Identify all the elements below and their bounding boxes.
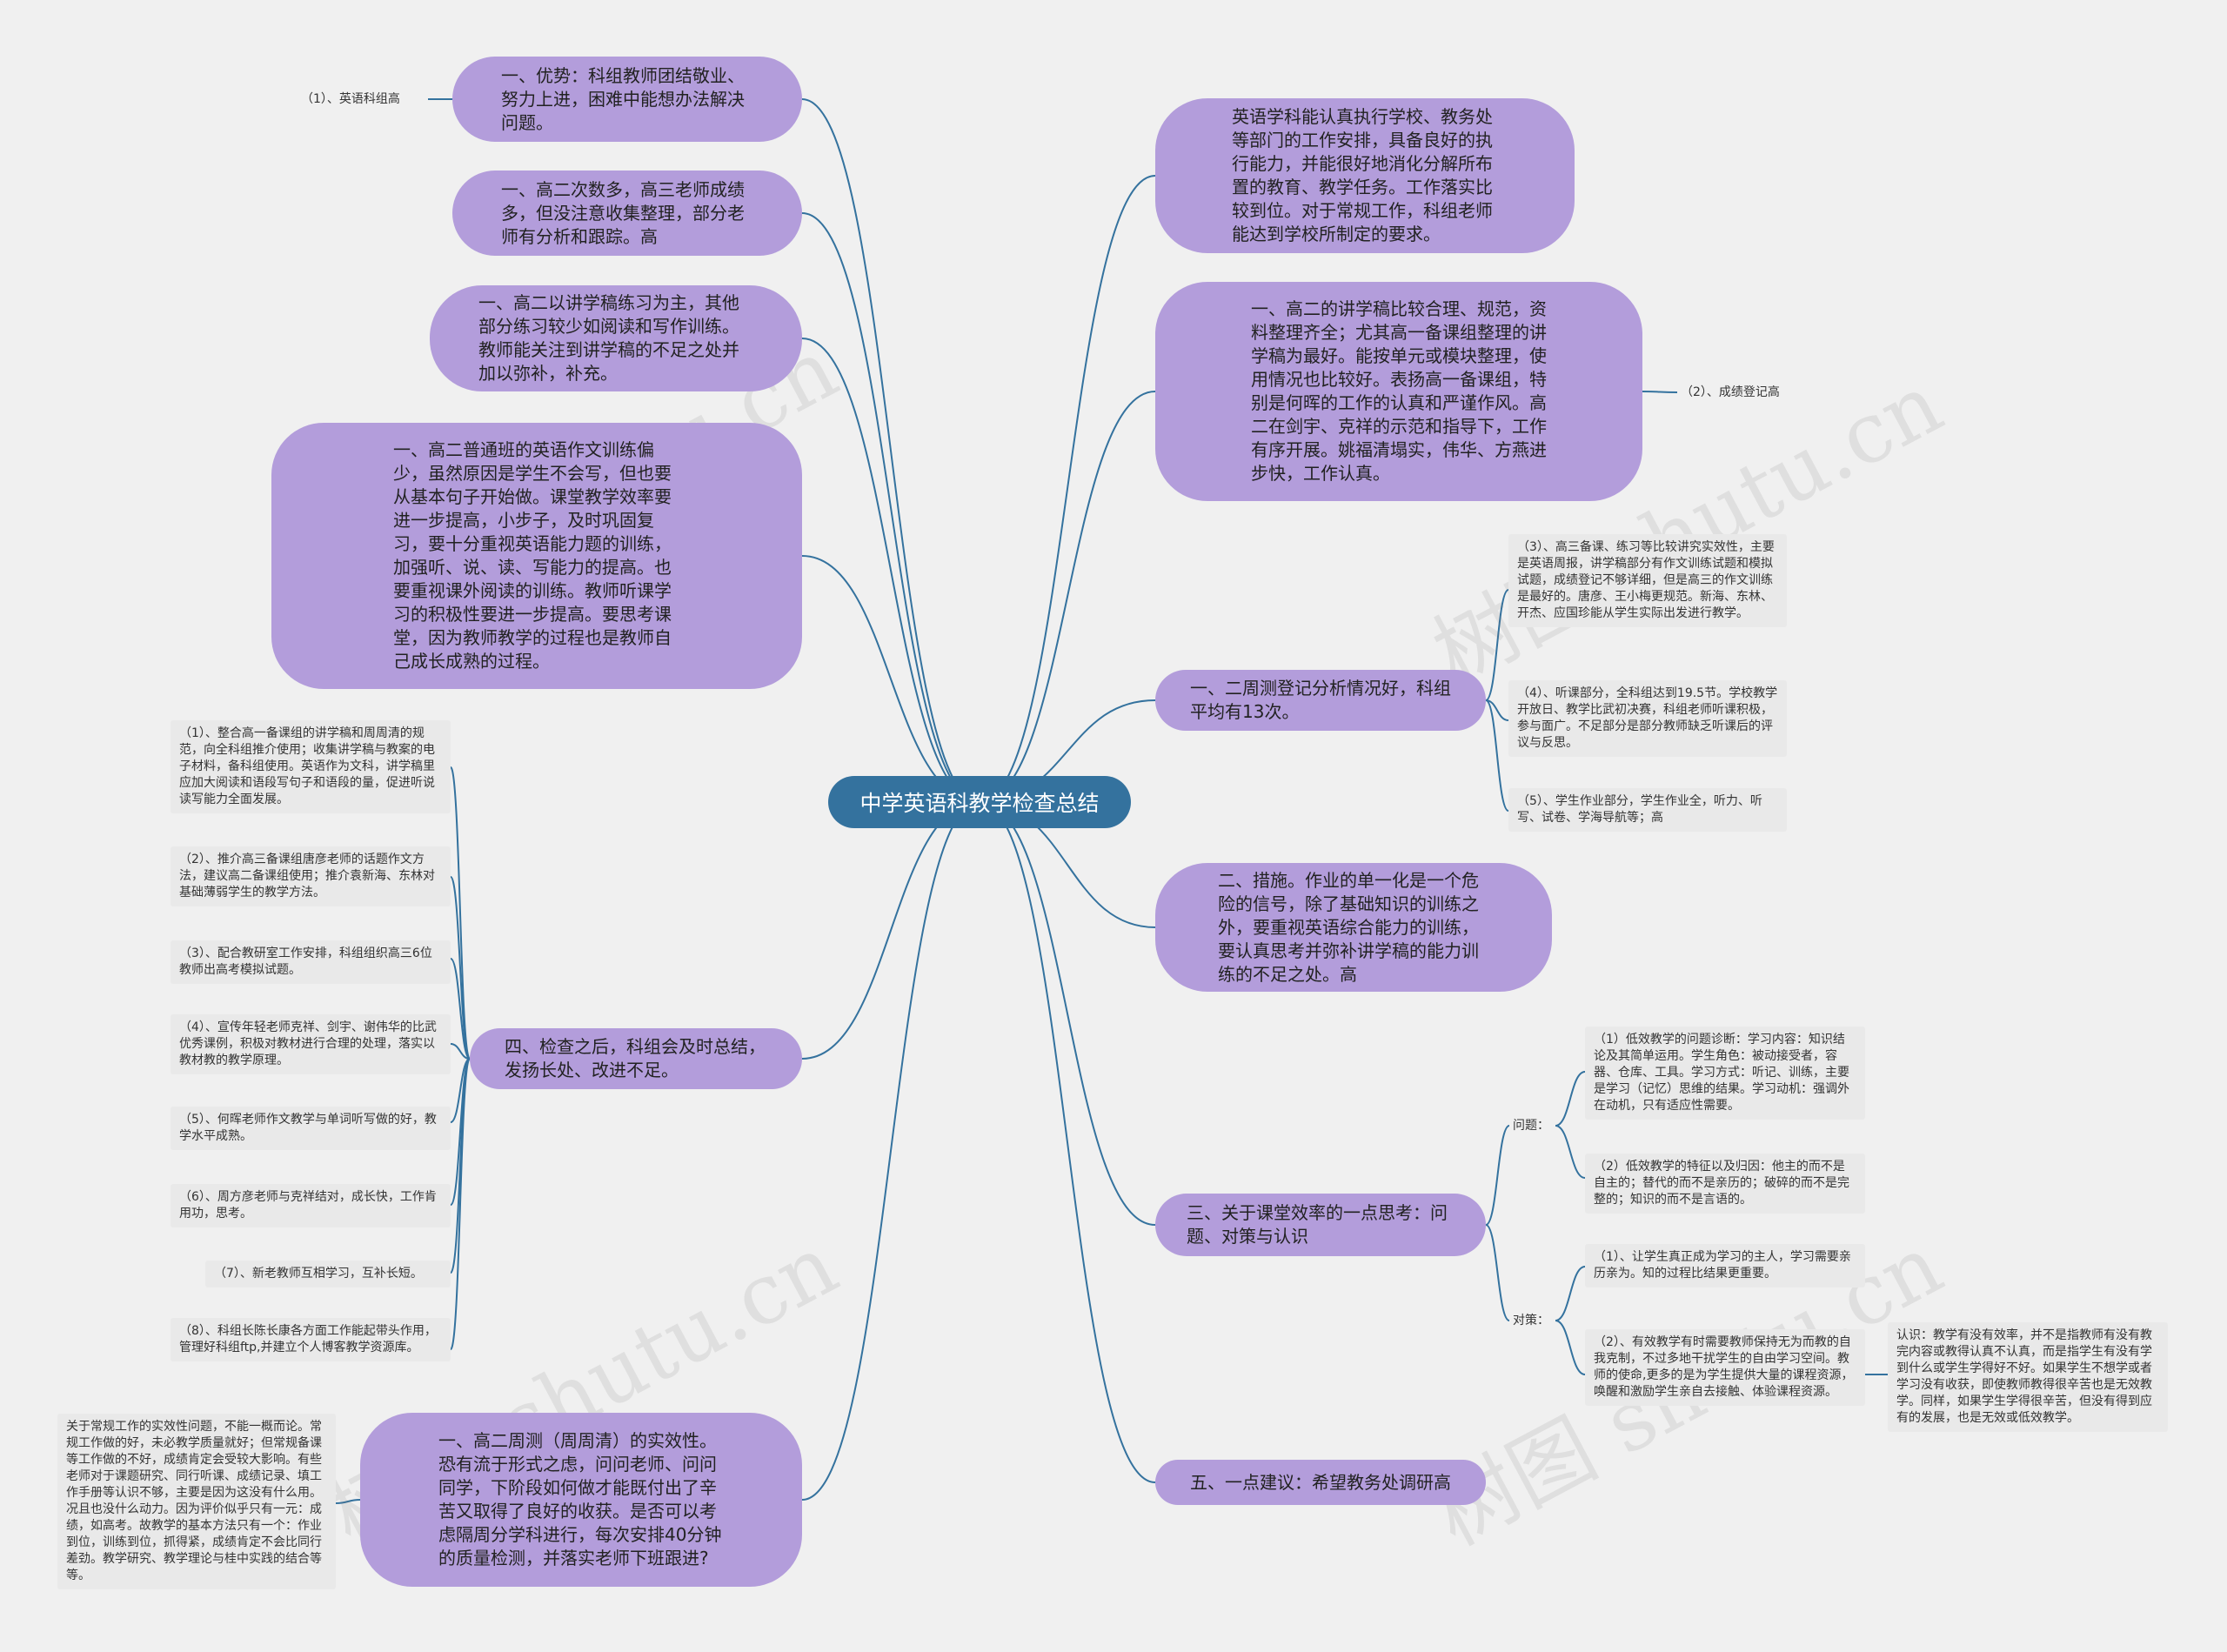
- link-weekly-test: [801, 801, 980, 1501]
- topic-weekly-test[interactable]: 一、高二周测（周周清）的实效性。恐有流于形式之虑，问问老师、问问同学，下阶段如何…: [360, 1413, 802, 1587]
- label-measure: 对策：: [1513, 1314, 1549, 1328]
- note-weekly-test[interactable]: 关于常规工作的实效性问题，不能一概而论。常规工作做的好，未必教学质量就好；但常规…: [57, 1414, 336, 1589]
- link-after-check-note-8: [450, 1058, 471, 1350]
- topic-efficiency[interactable]: 三、关于课堂效率的一点思考：问题、对策与认识: [1155, 1194, 1486, 1256]
- topic-grade2-practice[interactable]: 一、高二以讲学稿练习为主，其他部分练习较少如阅读和写作训练。教师能关注到讲学稿的…: [430, 285, 802, 391]
- note-biweekly-3[interactable]: （3）、高三备课、练习等比较讲究实效性，主要是英语周报，讲学稿部分有作文训练试题…: [1508, 534, 1787, 627]
- topic-advantage[interactable]: 一、优势：科组教师团结敬业、努力上进，困难中能想办法解决问题。: [452, 57, 802, 142]
- link-problem-note-2: [1555, 1125, 1586, 1179]
- note-after-check-4[interactable]: （4）、宣传年轻老师克祥、剑宇、谢伟华的比武优秀课例，积极对教材进行合理的处理，…: [171, 1014, 451, 1074]
- link-after-check-note-5: [450, 1058, 471, 1123]
- link-lecture: [979, 391, 1156, 803]
- link-suggestion: [979, 801, 1156, 1483]
- note-problem-1[interactable]: （1）低效教学的问题诊断：学习内容：知识结论及其简单运用。学生角色：被动接受者，…: [1585, 1027, 1865, 1120]
- topic-after-check[interactable]: 四、检查之后，科组会及时总结，发扬长处、改进不足。: [470, 1028, 802, 1089]
- note-biweekly-4[interactable]: （4）、听课部分，全科组达到19.5节。学校教学开放日、教学比武初决赛，科组老师…: [1508, 680, 1787, 757]
- note-english-group-high[interactable]: （1）、英语科组高: [301, 92, 400, 106]
- link-advantage: [801, 98, 980, 803]
- note-measure-2[interactable]: （2）、有效教学有时需要教师保持无为而教的自我克制，不过多地干扰学生的自由学习空…: [1585, 1329, 1865, 1406]
- topic-executes[interactable]: 英语学科能认真执行学校、教务处等部门的工作安排，具备良好的执行能力，并能很好地消…: [1155, 98, 1575, 253]
- note-score-record-high[interactable]: （2）、成绩登记高: [1681, 385, 1780, 399]
- note-after-check-6[interactable]: （6）、周方彦老师与克祥结对，成长快，工作肯用功，思考。: [171, 1184, 451, 1227]
- note-measure-1[interactable]: （1）、让学生真正成为学习的主人，学习需要亲历亲为。知的过程比结果更重要。: [1585, 1244, 1865, 1287]
- note-after-check-8[interactable]: （8）、科组长陈长康各方面工作能起带头作用，管理好科组ftp,并建立个人博客教学…: [171, 1318, 451, 1361]
- topic-biweekly[interactable]: 一、二周测登记分析情况好，科组平均有13次。: [1155, 670, 1486, 731]
- link-after-check: [801, 801, 980, 1060]
- note-after-check-3[interactable]: （3）、配合教研室工作安排，科组组织高三6位教师出高考模拟试题。: [171, 940, 451, 984]
- link-grade2-practice: [801, 338, 980, 803]
- note-after-check-1[interactable]: （1）、整合高一备课组的讲学稿和周周清的规范，向全科组推介使用；收集讲学稿与教案…: [171, 720, 451, 813]
- link-after-check-note-2: [450, 876, 471, 1060]
- link-biweekly-note-4: [1485, 699, 1509, 721]
- note-after-check-7[interactable]: （7）、新老教师互相学习，互补长短。: [205, 1261, 451, 1287]
- topic-grade2-count[interactable]: 一、高二次数多，高三老师成绩多，但没注意收集整理，部分老师有分析和跟踪。高: [452, 171, 802, 256]
- note-biweekly-5[interactable]: （5）、学生作业部分，学生作业全，听力、听写、试卷、学海导航等；高: [1508, 788, 1787, 832]
- root-topic[interactable]: 中学英语科教学检查总结: [828, 776, 1131, 828]
- link-measure-label: [1485, 1224, 1510, 1321]
- link-measure-note-1: [1555, 1266, 1586, 1321]
- link-grade2-writing: [801, 555, 980, 803]
- note-after-check-2[interactable]: （2）、推介高三备课组唐彦老师的话题作文方法，建议高二备课组使用；推介袁新海、东…: [171, 846, 451, 906]
- link-biweekly-note-3: [1485, 589, 1509, 701]
- note-problem-2[interactable]: （2）低效教学的特征以及归因：他主的而不是自主的；替代的而不是亲历的；破碎的而不…: [1585, 1154, 1865, 1214]
- link-score-record-high: [1642, 391, 1678, 393]
- link-biweekly-note-5: [1485, 699, 1509, 812]
- link-after-check-note-4: [450, 1043, 471, 1060]
- topic-measures[interactable]: 二、措施。作业的单一化是一个危险的信号，除了基础知识的训练之外，要重视英语综合能…: [1155, 863, 1552, 992]
- note-after-check-5[interactable]: （5）、何晖老师作文教学与单词听写做的好，教学水平成熟。: [171, 1107, 451, 1150]
- link-executes: [979, 175, 1156, 803]
- link-problem-label: [1485, 1125, 1510, 1226]
- link-weekly-test-note: [335, 1499, 361, 1504]
- link-problem-note-1: [1555, 1071, 1586, 1127]
- link-after-check-note-3: [450, 958, 471, 1060]
- note-view[interactable]: 认识：教学有没有效率，并不是指教师有没有教完内容或教得认真不认真，而是指学生有没…: [1888, 1322, 2168, 1432]
- label-problem: 问题：: [1513, 1119, 1549, 1133]
- topic-grade2-writing[interactable]: 一、高二普通班的英语作文训练偏少，虽然原因是学生不会写，但也要从基本句子开始做。…: [271, 423, 802, 689]
- link-measure-note-2: [1555, 1320, 1586, 1375]
- link-grade2-count: [801, 212, 980, 803]
- topic-lecture[interactable]: 一、高二的讲学稿比较合理、规范，资料整理齐全；尤其高一备课组整理的讲学稿为最好。…: [1155, 282, 1642, 501]
- topic-suggestion[interactable]: 五、一点建议：希望教务处调研高: [1155, 1460, 1486, 1505]
